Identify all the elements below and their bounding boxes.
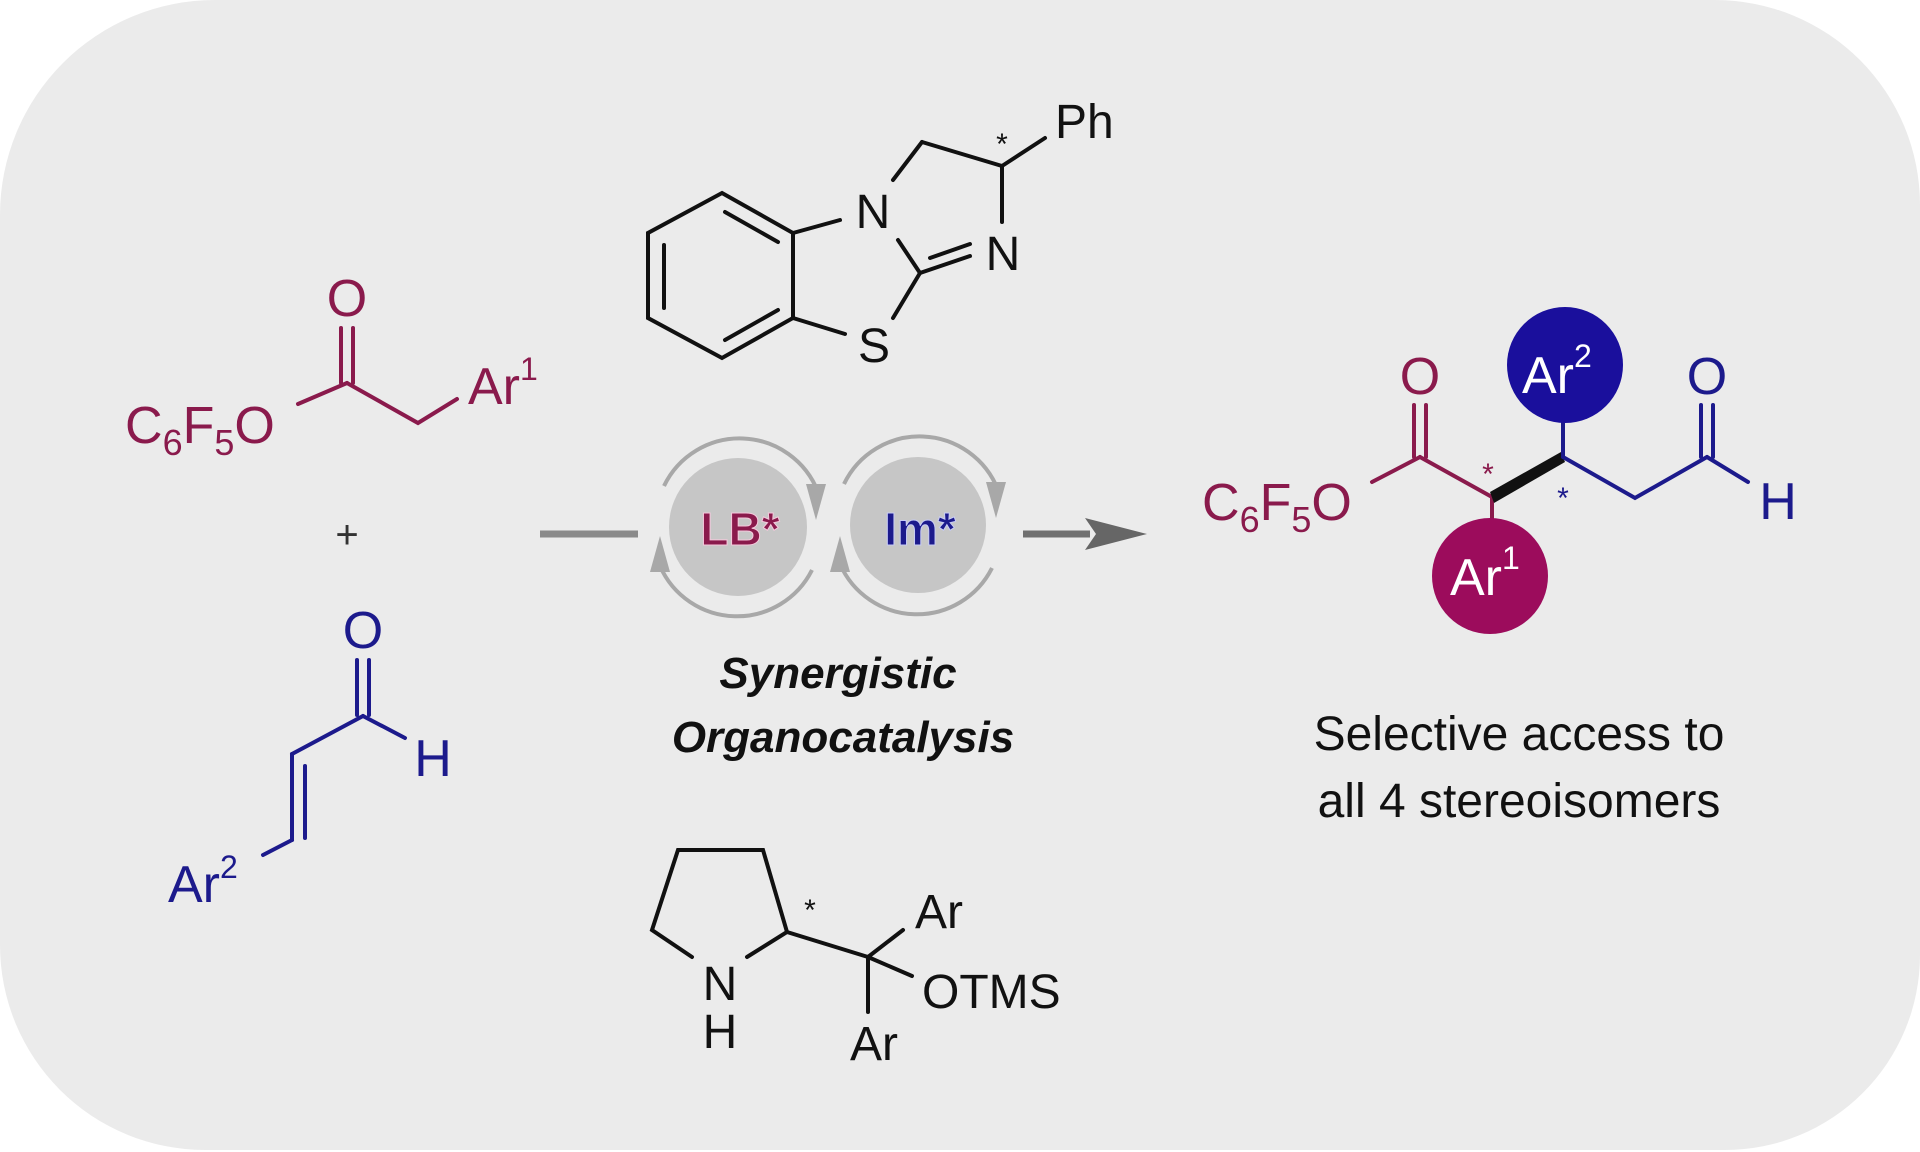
catalytic-cycle-im: Im*	[830, 434, 1006, 617]
product-bond-o-c	[1370, 455, 1422, 484]
amine-nitrogen: N	[703, 958, 738, 1011]
im-cycle-disc	[850, 457, 986, 593]
bond-cstar-ph	[1000, 136, 1047, 168]
plus-sign: +	[335, 513, 358, 557]
im-cycle-arc-top	[842, 434, 1000, 491]
catalytic-cycle-lb: LB*	[650, 436, 826, 619]
lb-cycle-arrowhead-up-icon	[650, 536, 670, 572]
amine-stereocenter-star: *	[804, 894, 816, 927]
product-bond-c-calpha	[1418, 455, 1494, 499]
bond-enal-c-h	[361, 714, 407, 740]
reaction-arrow	[540, 518, 1147, 550]
product-bold-wedge-bond	[1490, 452, 1565, 503]
enal-carbonyl-oxygen: O	[343, 602, 383, 660]
im-cycle-arrowhead-up-icon	[830, 536, 850, 572]
im-cycle-arc-bottom	[838, 563, 994, 617]
product-bond-c-h	[1705, 455, 1750, 484]
bond-cq-ar-top	[866, 928, 905, 959]
lb-cycle-disc	[669, 458, 807, 596]
bond-enal-aryl	[261, 838, 294, 857]
product-ar1-badge	[1432, 518, 1548, 634]
product-alpha-star: *	[1482, 458, 1494, 491]
ester-carbonyl-oxygen: O	[327, 270, 367, 328]
benzene-ring	[646, 190, 795, 361]
product-c6f5o-label: C6F5O	[1202, 474, 1352, 540]
product-aldehyde-hydrogen: H	[1759, 473, 1797, 531]
lb-nitrogen-2: N	[986, 228, 1021, 281]
ester-c6f5o-label: C6F5O	[125, 397, 275, 463]
enal-aryl-label: Ar2	[168, 849, 238, 914]
bond-c2-s	[891, 271, 922, 320]
caption-line-1: Selective access to	[1314, 708, 1725, 761]
conditions-line-2: Organocatalysis	[672, 713, 1014, 762]
product-ester-oxygen: O	[1400, 348, 1440, 406]
catalyst-lewis-base-structure: N S N * Ph	[646, 96, 1114, 373]
catalyst-amine-structure: N H * Ar OTMS Ar	[649, 848, 1061, 1071]
lb-stereocenter-star: *	[996, 128, 1008, 161]
amine-aryl-bottom: Ar	[850, 1018, 898, 1071]
bond-c2-n-double-b	[928, 242, 972, 260]
bond-ar-n	[791, 218, 842, 235]
product-ar1-label: Ar1	[1450, 540, 1520, 607]
product-ar2-label: Ar2	[1522, 338, 1592, 405]
benzene-double-3	[723, 308, 780, 342]
bond-ch2-cstar	[920, 140, 1004, 168]
bond-ar-s	[791, 316, 847, 336]
product-bond-chain	[1561, 455, 1709, 501]
bond-c2-cq	[785, 930, 870, 959]
arrow-head-icon	[1085, 518, 1147, 550]
bond-n-c2	[896, 238, 922, 275]
ester-aryl-label: Ar1	[468, 351, 538, 416]
caption-line-2: all 4 stereoisomers	[1318, 775, 1721, 828]
bond-cq-otms	[866, 955, 914, 978]
lb-phenyl-label: Ph	[1055, 96, 1114, 149]
amine-aryl-top: Ar	[915, 886, 963, 939]
product-ar2-badge	[1507, 307, 1623, 423]
lb-cycle-label: LB*	[700, 503, 779, 555]
benzene-double-2	[723, 210, 780, 244]
amine-otms-label: OTMS	[922, 966, 1061, 1019]
product-beta-star: *	[1557, 482, 1569, 515]
pyrrolidine-ring	[649, 848, 790, 959]
lb-sulfur: S	[858, 320, 890, 373]
reactant-enal: O H Ar2	[168, 602, 452, 914]
bond-n-ch2	[891, 140, 924, 182]
product-structure: C6F5O O * * O H Ar2 Ar1	[1202, 307, 1797, 634]
amine-hydrogen: H	[703, 1006, 738, 1059]
lb-cycle-arc-top	[662, 436, 820, 493]
bond-ch2-chain	[345, 381, 459, 426]
product-aldehyde-oxygen: O	[1687, 348, 1727, 406]
lb-cycle-arc-bottom	[658, 565, 814, 619]
lb-nitrogen-1: N	[856, 186, 891, 239]
im-cycle-arrowhead-down-icon	[986, 482, 1006, 518]
bond-c2-n-double-a	[918, 254, 972, 275]
bond-enal-c-c	[290, 714, 365, 756]
enal-hydrogen: H	[414, 730, 452, 788]
bond-o-c	[296, 381, 349, 406]
im-cycle-label: Im*	[884, 503, 956, 555]
reactant-ester: C6F5O O Ar1	[125, 270, 538, 463]
conditions-line-1: Synergistic	[719, 649, 956, 698]
lb-cycle-arrowhead-down-icon	[806, 484, 826, 520]
